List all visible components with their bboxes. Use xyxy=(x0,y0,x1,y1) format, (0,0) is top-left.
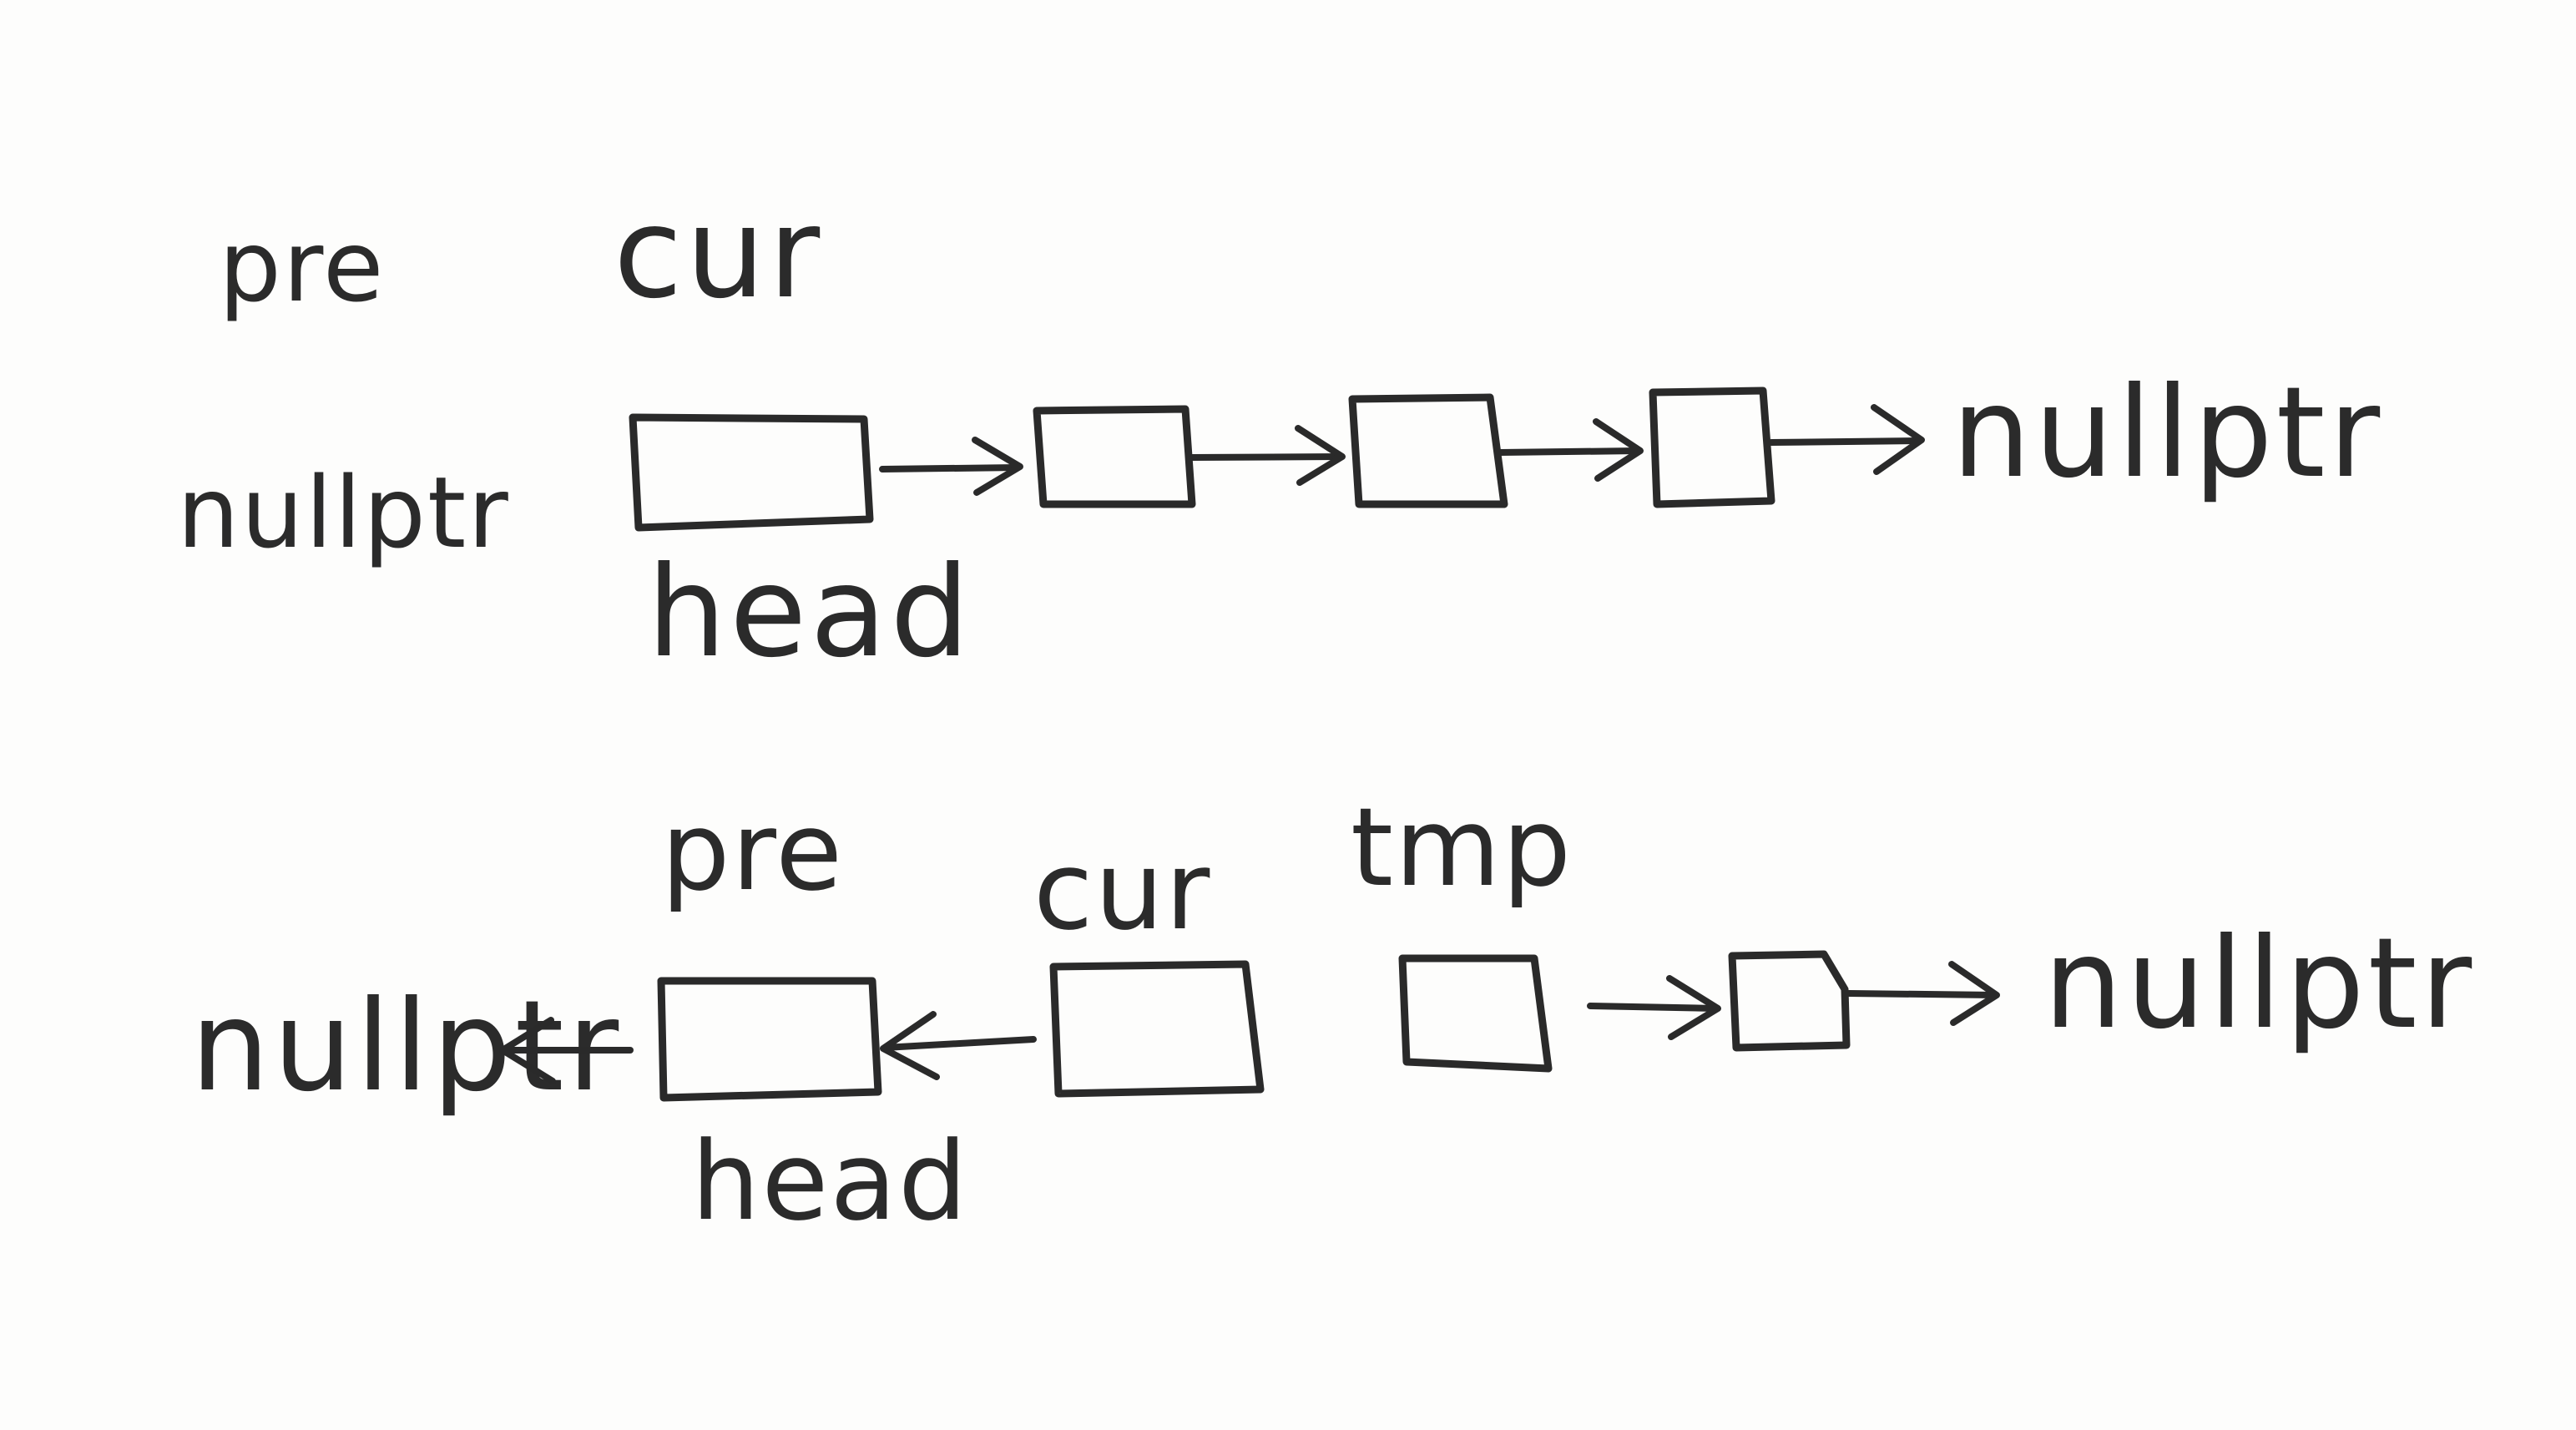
row1-right-nullptr-label: nullptr xyxy=(1952,361,2383,506)
row1-arrow-3 xyxy=(1498,418,1644,482)
row2-tmp-label: tmp xyxy=(1351,784,1573,911)
row2-next-node xyxy=(1728,950,1851,1052)
row2-cur-label: cur xyxy=(1033,827,1211,954)
row2-arrow-cur-to-head xyxy=(880,1011,1037,1080)
row-2-after-one-step: pre cur tmp nullptr head xyxy=(190,784,2475,1245)
row2-pre-label: pre xyxy=(661,788,844,915)
row1-pre-label: pre xyxy=(219,209,385,324)
row2-head-label: head xyxy=(691,1118,969,1245)
row2-arrow-next-to-nullptr xyxy=(1846,961,2000,1026)
row2-cur-node xyxy=(1049,960,1265,1098)
row1-head-label: head xyxy=(647,540,973,685)
row2-right-nullptr-label: nullptr xyxy=(2043,912,2475,1057)
row1-arrow-4 xyxy=(1768,404,1925,475)
row1-head-node xyxy=(629,413,874,532)
row2-arrow-head-to-nullptr xyxy=(499,1017,634,1084)
row1-cur-label: cur xyxy=(614,181,823,326)
row1-arrow-2 xyxy=(1189,425,1346,486)
row1-left-nullptr-label: nullptr xyxy=(177,455,510,570)
row1-arrow-1 xyxy=(879,437,1023,496)
row2-tmp-node xyxy=(1398,954,1553,1073)
row1-node-3 xyxy=(1348,393,1508,508)
row1-node-4 xyxy=(1649,387,1775,508)
row-1-initial-state: pre cur nullptr head xyxy=(177,181,2383,685)
row2-head-node xyxy=(657,977,882,1102)
row2-arrow-tmp-to-next xyxy=(1587,975,1721,1040)
row1-node-2 xyxy=(1033,405,1196,508)
